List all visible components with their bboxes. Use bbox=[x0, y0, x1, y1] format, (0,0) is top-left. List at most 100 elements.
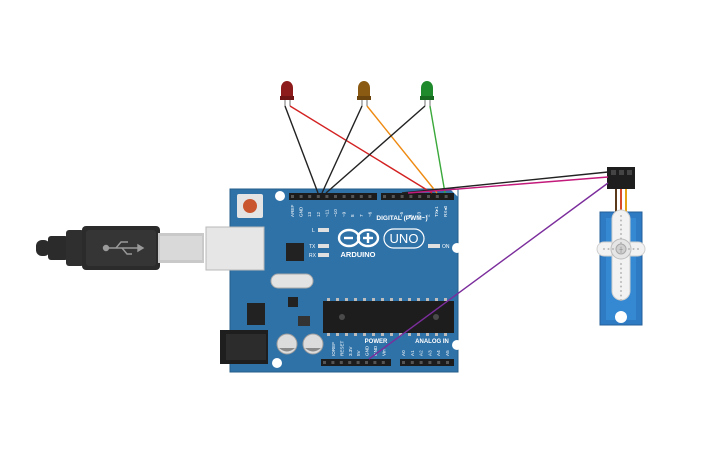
brand-label: ARDUINO bbox=[341, 250, 376, 259]
wire-red-led-anode[interactable] bbox=[289, 105, 433, 194]
header-pin[interactable] bbox=[323, 361, 326, 364]
pin-label: IOREF bbox=[331, 342, 336, 356]
wire-amber-led-anode[interactable] bbox=[366, 105, 438, 194]
pin-label: RX◂0 bbox=[443, 205, 448, 217]
header-pin[interactable] bbox=[410, 361, 414, 364]
arduino-logo-icon bbox=[337, 228, 380, 248]
regulator bbox=[247, 303, 265, 325]
led-l bbox=[318, 228, 329, 232]
servo-screw-icon: + bbox=[619, 247, 623, 254]
usb-port bbox=[205, 226, 265, 271]
header-pin[interactable] bbox=[435, 195, 439, 198]
header-pin[interactable] bbox=[444, 195, 448, 198]
mounting-hole bbox=[452, 340, 462, 350]
header-pin[interactable] bbox=[325, 195, 329, 198]
pin-label: 5V bbox=[356, 349, 361, 356]
pin-label: TX▸1 bbox=[434, 206, 439, 217]
power-header[interactable] bbox=[321, 359, 391, 366]
servo-motor[interactable]: + bbox=[596, 167, 646, 326]
header-pin[interactable] bbox=[339, 361, 343, 364]
pin-label: AREF bbox=[290, 205, 295, 217]
header-pin[interactable] bbox=[316, 195, 320, 198]
pin-label: RESET bbox=[339, 340, 344, 356]
pin-label: ~11 bbox=[324, 209, 329, 217]
green-led[interactable] bbox=[420, 81, 434, 106]
digital-header-right[interactable] bbox=[381, 193, 454, 200]
pin-label: 3.3V bbox=[348, 346, 353, 356]
header-pin[interactable] bbox=[359, 195, 363, 198]
pin-label: 7 bbox=[359, 214, 364, 217]
amber-led[interactable] bbox=[357, 81, 371, 106]
header-pin[interactable] bbox=[331, 361, 335, 364]
header-pin[interactable] bbox=[427, 195, 430, 198]
header-pin[interactable] bbox=[351, 195, 355, 198]
pin-label: 12 bbox=[316, 211, 321, 217]
digital-header-label: DIGITAL (PWM~) bbox=[376, 215, 427, 222]
led-rx bbox=[318, 253, 329, 257]
header-pin[interactable] bbox=[428, 361, 432, 364]
header-pin[interactable] bbox=[308, 195, 312, 198]
wire-servo-power[interactable] bbox=[368, 182, 609, 360]
header-pin[interactable] bbox=[291, 195, 294, 198]
mounting-hole bbox=[272, 358, 282, 368]
pin-label: 4 bbox=[408, 214, 413, 217]
mounting-hole bbox=[452, 243, 462, 253]
pin-label: Vin bbox=[381, 349, 386, 356]
header-pin[interactable] bbox=[356, 361, 360, 364]
pin-label: ~6 bbox=[367, 211, 372, 217]
power-label: POWER bbox=[365, 339, 388, 345]
header-pin[interactable] bbox=[373, 361, 377, 364]
analog-header[interactable] bbox=[400, 359, 454, 366]
wire-green-led-cathode[interactable] bbox=[325, 105, 426, 194]
wire-green-led-anode[interactable] bbox=[429, 105, 446, 194]
header-pin[interactable] bbox=[409, 195, 413, 198]
usb-symbol-icon bbox=[102, 241, 145, 255]
header-pin[interactable] bbox=[381, 361, 385, 364]
header-pin[interactable] bbox=[365, 361, 368, 364]
pin-label: 2 bbox=[425, 214, 430, 217]
arduino-board[interactable]: ARDUINO UNO DIGITAL (PWM~) L TX RX ON PO… bbox=[205, 188, 462, 373]
pin-label: ~5 bbox=[399, 211, 404, 217]
wire-amber-led-cathode[interactable] bbox=[321, 105, 363, 194]
header-pin[interactable] bbox=[342, 195, 346, 198]
pin-label: ~3 bbox=[417, 211, 422, 217]
usb-cable[interactable] bbox=[36, 226, 204, 270]
microcontroller-chip bbox=[323, 301, 454, 333]
model-label: UNO bbox=[390, 231, 419, 246]
header-pin[interactable] bbox=[299, 195, 303, 198]
digital-header-left[interactable] bbox=[289, 193, 377, 200]
wires[interactable] bbox=[284, 105, 609, 360]
pin-label: GND bbox=[365, 345, 370, 356]
wire-servo-signal[interactable] bbox=[407, 176, 609, 194]
wire-servo-ground[interactable] bbox=[401, 171, 609, 194]
header-pin[interactable] bbox=[368, 195, 372, 198]
pin-label: GND bbox=[299, 206, 304, 217]
pin-label: A5 bbox=[445, 350, 450, 356]
led-on bbox=[428, 244, 440, 248]
header-pin[interactable] bbox=[419, 361, 423, 364]
reset-button[interactable] bbox=[237, 194, 263, 218]
header-pin[interactable] bbox=[348, 361, 352, 364]
pin-label: GND bbox=[373, 345, 378, 356]
header-pin[interactable] bbox=[446, 361, 449, 364]
header-pin[interactable] bbox=[383, 195, 386, 198]
wire-red-led-cathode[interactable] bbox=[284, 105, 319, 194]
header-pin[interactable] bbox=[400, 195, 404, 198]
pin-label: A0 bbox=[401, 350, 406, 356]
header-pin[interactable] bbox=[402, 361, 405, 364]
pin-label: ~9 bbox=[342, 211, 347, 217]
led-l-label: L bbox=[312, 228, 315, 234]
header-pin[interactable] bbox=[437, 361, 441, 364]
pin-label: A3 bbox=[427, 350, 432, 356]
header-pin[interactable] bbox=[391, 195, 395, 198]
on-label: ON bbox=[442, 244, 450, 250]
pin-label: ~10 bbox=[333, 209, 338, 217]
pin-label: 13 bbox=[307, 211, 312, 217]
led-tx bbox=[318, 244, 329, 248]
pin-label: A1 bbox=[410, 350, 415, 356]
header-pin[interactable] bbox=[418, 195, 422, 198]
red-led[interactable] bbox=[280, 81, 294, 106]
header-pin[interactable] bbox=[334, 195, 337, 198]
mounting-hole bbox=[275, 191, 285, 201]
